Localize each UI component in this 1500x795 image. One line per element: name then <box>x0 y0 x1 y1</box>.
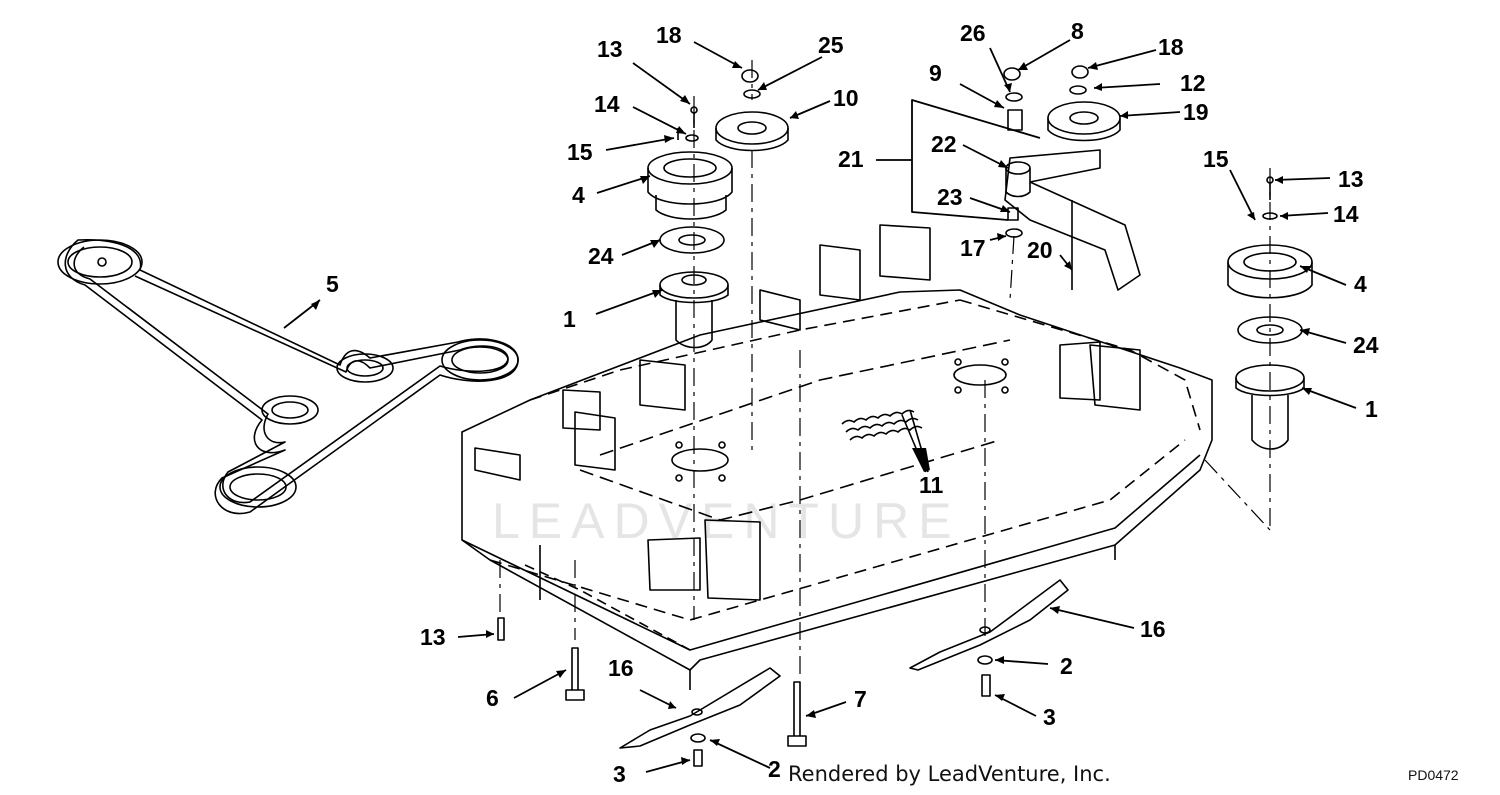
callout-5: 5 <box>326 271 339 297</box>
leader-arrowheads <box>311 61 1312 765</box>
callout-19: 19 <box>1183 99 1209 125</box>
callout-7: 7 <box>854 686 867 712</box>
callout-15: 15 <box>1203 146 1229 172</box>
callout-3: 3 <box>1043 704 1056 730</box>
callout-13: 13 <box>1338 166 1364 192</box>
callout-15: 15 <box>567 139 593 165</box>
callout-13: 13 <box>420 624 446 650</box>
callout-23: 23 <box>937 184 963 210</box>
leader-lines <box>283 39 1357 773</box>
callout-13: 13 <box>597 36 623 62</box>
callout-1: 1 <box>563 306 576 332</box>
callout-18: 18 <box>1158 34 1184 60</box>
callout-4: 4 <box>1354 271 1367 297</box>
callout-20: 20 <box>1027 237 1053 263</box>
idler-arm-assembly <box>1003 65 1141 291</box>
callout-4: 4 <box>572 182 585 208</box>
callout-11: 11 <box>919 472 944 498</box>
callout-8: 8 <box>1071 18 1084 44</box>
callout-1: 1 <box>1365 396 1378 422</box>
render-credit: Rendered by LeadVenture, Inc. <box>788 762 1111 786</box>
callout-16: 16 <box>608 655 634 681</box>
blades-and-hardware <box>497 579 1069 767</box>
callout-3: 3 <box>613 761 626 787</box>
callout-25: 25 <box>818 32 844 58</box>
springs <box>841 409 929 473</box>
callout-21: 21 <box>838 146 864 172</box>
callout-22: 22 <box>931 131 957 157</box>
callout-12: 12 <box>1180 70 1206 96</box>
callout-9: 9 <box>929 60 942 86</box>
callout-6: 6 <box>486 685 499 711</box>
callout-18: 18 <box>656 22 682 48</box>
callout-24: 24 <box>1353 332 1379 358</box>
left-spindle-stack <box>647 69 789 349</box>
callout-16: 16 <box>1140 616 1166 642</box>
callout-10: 10 <box>833 85 859 111</box>
centerlines <box>499 60 1271 675</box>
deck-housing <box>461 224 1213 690</box>
callout-24: 24 <box>588 243 614 269</box>
callout-2: 2 <box>768 756 781 782</box>
diagram-code: PD0472 <box>1408 767 1459 783</box>
callout-26: 26 <box>960 20 986 46</box>
belt-assembly <box>57 239 519 515</box>
callout-14: 14 <box>1333 201 1359 227</box>
callout-2: 2 <box>1060 653 1073 679</box>
callout-14: 14 <box>594 91 620 117</box>
callout-17: 17 <box>960 235 986 261</box>
